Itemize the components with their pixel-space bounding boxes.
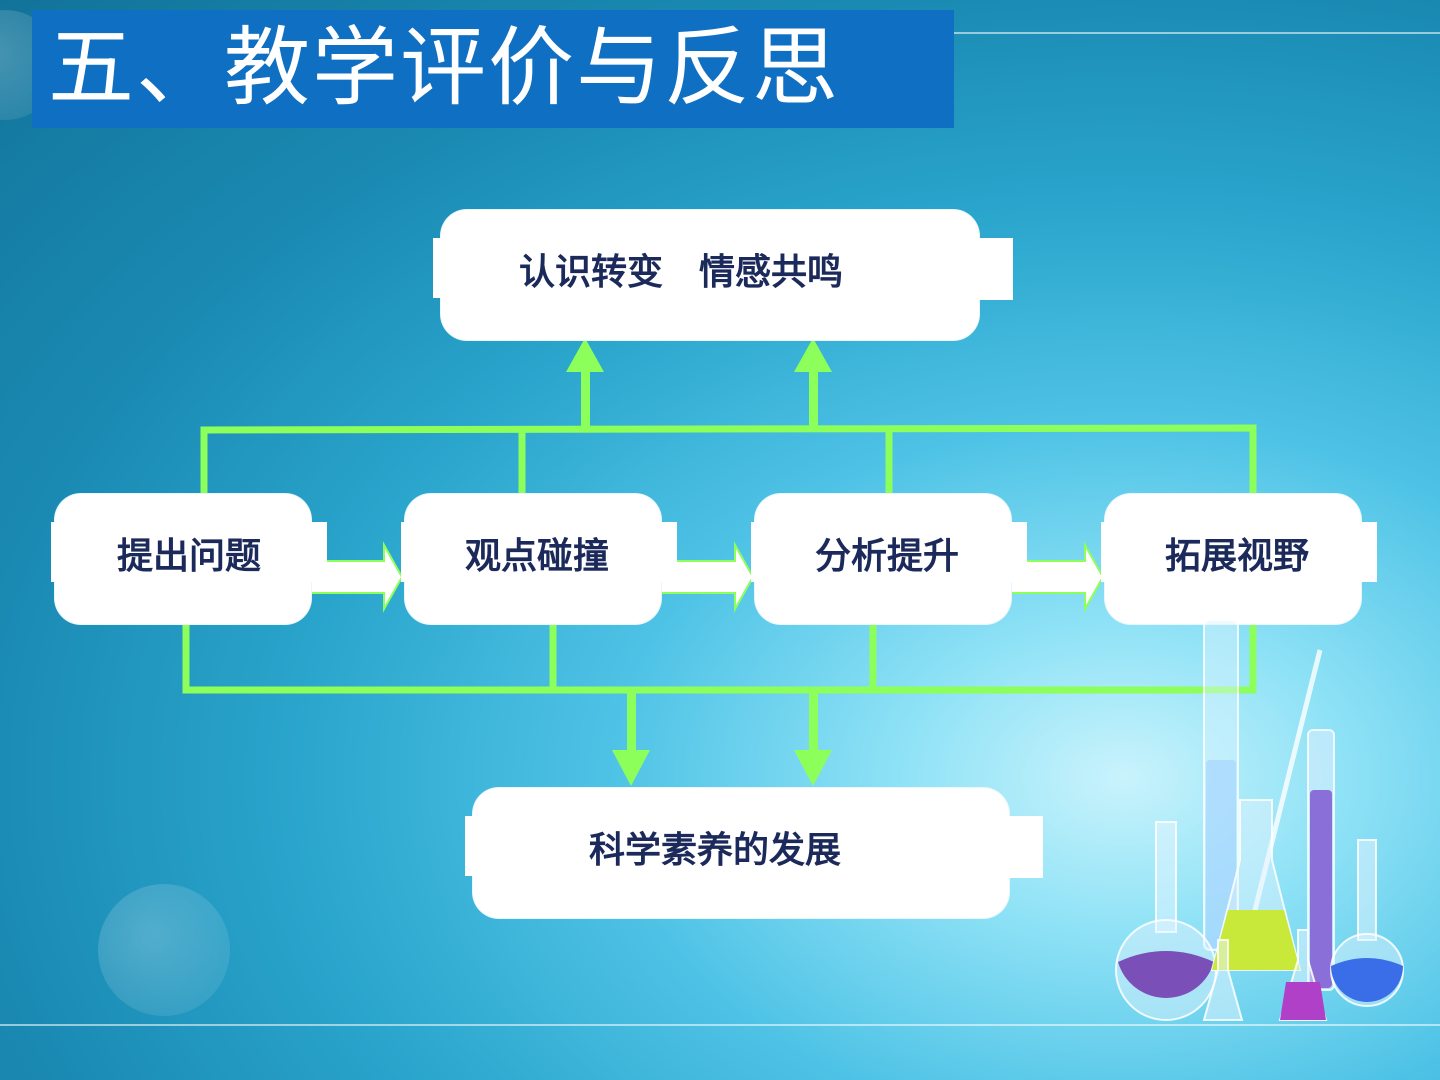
title-bar [32,10,954,128]
flow-arrow-2 [660,541,755,613]
process-node-3: 分析提升 [751,494,1027,624]
node-tab-right [973,238,1013,300]
down-arrow-shaft-left [627,690,636,752]
node-tab-right [1351,522,1377,582]
bottom-divider-line [0,1024,1440,1026]
up-arrow-shaft-left [581,370,590,430]
process-node-label: 提出问题 [117,535,262,577]
up-arrow-head-right [794,338,832,372]
lower-bracket-line [182,624,1257,694]
down-arrow-head-right [794,750,832,786]
lab-glassware-icon [1115,619,1404,1021]
top-node-label: 认识转变 情感共鸣 [519,251,844,293]
process-node-label: 拓展视野 [1165,535,1310,577]
process-node-2: 观点碰撞 [401,494,677,624]
node-tab-left [465,816,485,876]
node-tab-left [51,522,71,582]
node-tab-left [401,522,421,582]
page-title: 五、教学评价与反思 [48,18,840,118]
node-tab-left [1101,522,1121,582]
bottom-outcome-node: 科学素养的发展 [465,788,1043,918]
flow-arrow-1 [309,541,404,613]
node-tab-left [433,238,453,298]
flow-arrow-3 [1010,541,1105,613]
node-tab-right [1003,816,1043,878]
up-arrow-head-left [566,338,604,372]
process-node-label: 观点碰撞 [465,535,610,577]
node-tab-right [651,522,677,582]
upper-bracket-line [200,424,1257,494]
top-outcome-node: 认识转变 情感共鸣 [433,210,1013,340]
process-node-1: 提出问题 [51,494,327,624]
up-arrow-shaft-right [809,370,818,430]
node-tab-right [301,522,327,582]
process-node-label: 分析提升 [815,535,960,577]
top-divider-line [954,32,1440,34]
process-node-4: 拓展视野 [1101,494,1377,624]
bottom-node-label: 科学素养的发展 [589,829,842,871]
node-tab-left [751,522,771,582]
down-arrow-shaft-right [809,690,818,752]
down-arrow-head-left [612,750,650,786]
background-bubble [98,884,230,1016]
node-tab-right [1001,522,1027,582]
